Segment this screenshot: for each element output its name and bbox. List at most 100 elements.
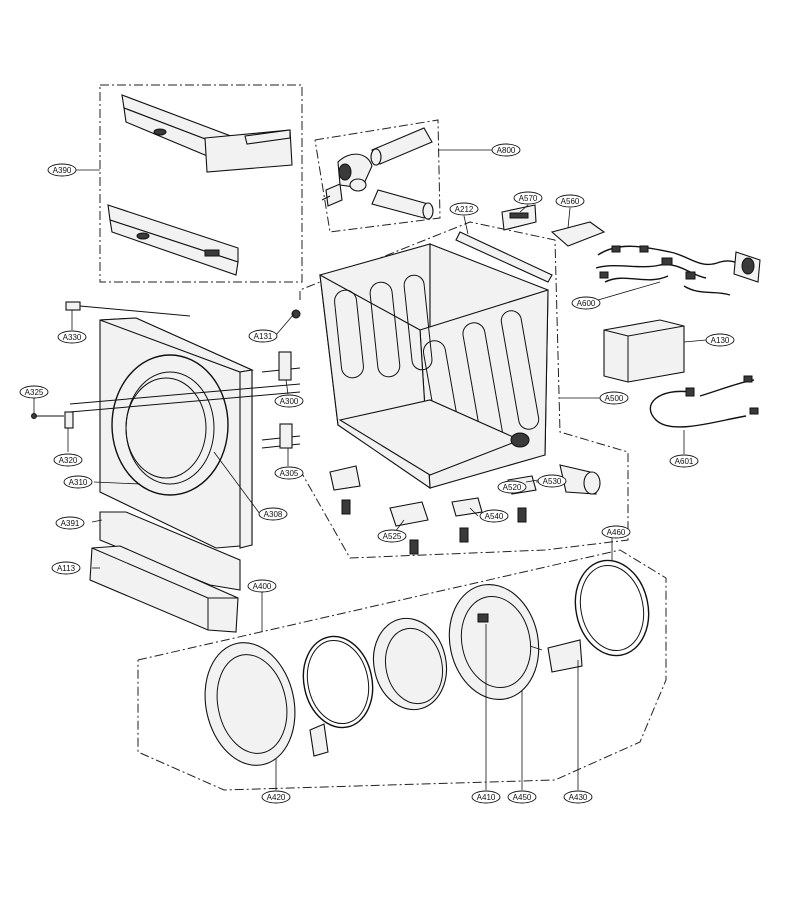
part-label-text: A325 [25,388,44,397]
group-outlines [99,84,667,791]
part-label-oval [601,525,631,539]
part-a130-box [603,319,685,383]
part-label-oval [47,163,77,177]
part-a570-a560 [501,204,606,247]
part-label-oval [513,191,543,205]
part-label-a300: A300 [274,394,304,408]
part-label-a113: A113 [51,561,81,575]
part-label-text: A300 [280,397,299,406]
part-label-oval [261,790,291,804]
part-a391-a113 [89,511,241,633]
part-label-oval [51,561,81,575]
part-label-text: A540 [485,512,504,521]
part-a500-cabinet [319,231,601,495]
part-label-text: A420 [267,793,286,802]
part-label-text: A530 [543,477,562,486]
part-label-oval [507,790,537,804]
part-label-a325: A325 [19,385,49,399]
part-label-oval [571,296,601,310]
part-label-a530: A530 [537,474,567,488]
part-label-text: A391 [61,519,80,528]
part-label-a460: A460 [601,525,631,539]
part-label-a130: A130 [705,333,735,347]
part-label-a430: A430 [563,790,593,804]
part-label-a520: A520 [497,480,527,494]
part-label-a525: A525 [377,529,407,543]
part-a601-wire [649,375,759,428]
part-label-text: A800 [497,146,516,155]
part-label-a330: A330 [57,330,87,344]
part-label-a131: A131 [248,329,278,343]
part-label-text: A305 [280,469,299,478]
part-label-oval [55,516,85,530]
part-label-text: A600 [577,299,596,308]
part-label-a308: A308 [258,507,288,521]
part-a600-harness [595,245,761,296]
part-label-text: A560 [561,197,580,206]
part-label-a570: A570 [513,191,543,205]
part-label-oval [555,194,585,208]
part-door-rings [204,559,650,766]
part-label-text: A500 [605,394,624,403]
part-label-oval [274,394,304,408]
part-label-oval [449,202,479,216]
part-label-text: A520 [503,483,522,492]
part-label-a410: A410 [471,790,501,804]
part-label-a320: A320 [53,453,83,467]
part-label-a600: A600 [571,296,601,310]
part-label-oval [497,480,527,494]
part-label-oval [274,466,304,480]
part-label-text: A410 [477,793,496,802]
part-label-a420: A420 [261,790,291,804]
part-label-text: A212 [455,205,474,214]
part-label-text: A330 [63,333,82,342]
part-label-oval [258,507,288,521]
part-label-text: A525 [383,532,402,541]
part-label-oval [53,453,83,467]
part-label-a800: A800 [491,143,521,157]
part-a310-front-panel [69,305,301,549]
part-label-a450: A450 [507,790,537,804]
part-label-text: A113 [57,564,76,573]
part-label-oval [669,454,699,468]
part-label-oval [705,333,735,347]
part-label-text: A130 [711,336,730,345]
part-label-text: A390 [53,166,72,175]
part-label-a400: A400 [247,579,277,593]
part-label-a500: A500 [599,391,629,405]
part-label-text: A310 [69,478,88,487]
part-label-oval [63,475,93,489]
part-label-a560: A560 [555,194,585,208]
part-label-a540: A540 [479,509,509,523]
part-label-oval [537,474,567,488]
part-label-oval [479,509,509,523]
part-a390-brackets [107,94,293,276]
part-label-oval [491,143,521,157]
part-label-text: A308 [264,510,283,519]
part-label-text: A320 [59,456,78,465]
part-small-brackets [31,301,301,449]
part-label-oval [563,790,593,804]
part-label-oval [599,391,629,405]
part-label-text: A430 [569,793,588,802]
part-a800-duct [321,127,434,220]
part-label-a391: A391 [55,516,85,530]
part-label-oval [57,330,87,344]
part-label-text: A460 [607,528,626,537]
part-label-oval [247,579,277,593]
part-label-a310: A310 [63,475,93,489]
part-label-text: A450 [513,793,532,802]
part-label-text: A131 [254,332,273,341]
part-label-oval [248,329,278,343]
part-label-oval [471,790,501,804]
part-label-text: A601 [675,457,694,466]
part-label-text: A570 [519,194,538,203]
part-label-a212: A212 [449,202,479,216]
part-label-a305: A305 [274,466,304,480]
part-label-oval [19,385,49,399]
part-label-a390: A390 [47,163,77,177]
part-label-a601: A601 [669,454,699,468]
